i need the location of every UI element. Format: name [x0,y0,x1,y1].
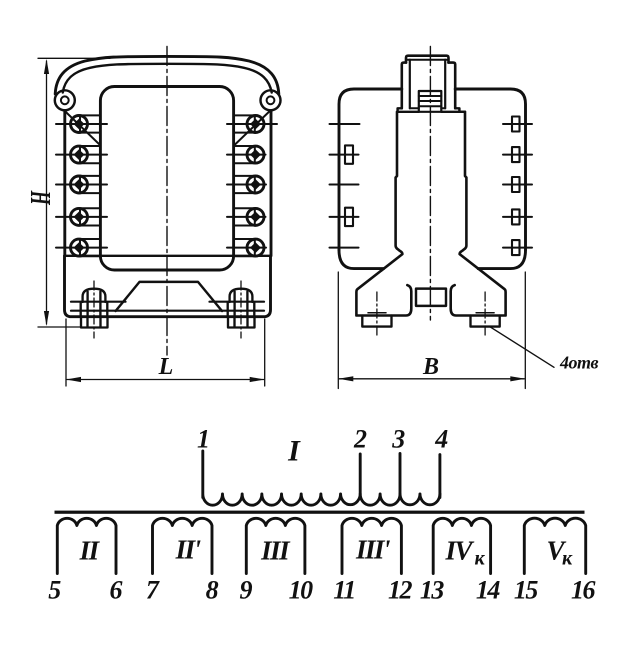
svg-text:4отв: 4отв [559,353,599,373]
svg-text:8: 8 [206,576,219,605]
svg-text:11: 11 [333,576,355,605]
svg-text:III: III [260,536,291,566]
svg-text:1: 1 [197,425,210,454]
svg-text:12: 12 [388,576,413,605]
svg-text:L: L [158,354,174,380]
svg-text:В: В [422,354,439,380]
svg-text:I: I [287,435,301,468]
svg-text:9: 9 [240,576,253,605]
svg-text:7: 7 [146,576,160,605]
svg-text:6: 6 [110,576,123,605]
svg-text:15: 15 [514,576,539,605]
svg-text:III': III' [355,535,390,565]
svg-text:3: 3 [391,425,405,454]
svg-text:V: V [547,536,567,566]
svg-text:4: 4 [434,425,448,454]
svg-text:IV: IV [445,536,475,566]
svg-text:2: 2 [353,425,367,454]
svg-text:к: к [562,548,573,570]
svg-text:к: к [475,548,486,570]
svg-text:H: H [25,190,57,206]
svg-text:13: 13 [420,576,445,605]
svg-text:II': II' [175,535,201,565]
svg-text:10: 10 [289,576,314,605]
svg-text:5: 5 [48,576,61,605]
svg-text:14: 14 [476,576,501,605]
svg-text:II: II [79,536,101,566]
svg-text:16: 16 [571,576,596,605]
